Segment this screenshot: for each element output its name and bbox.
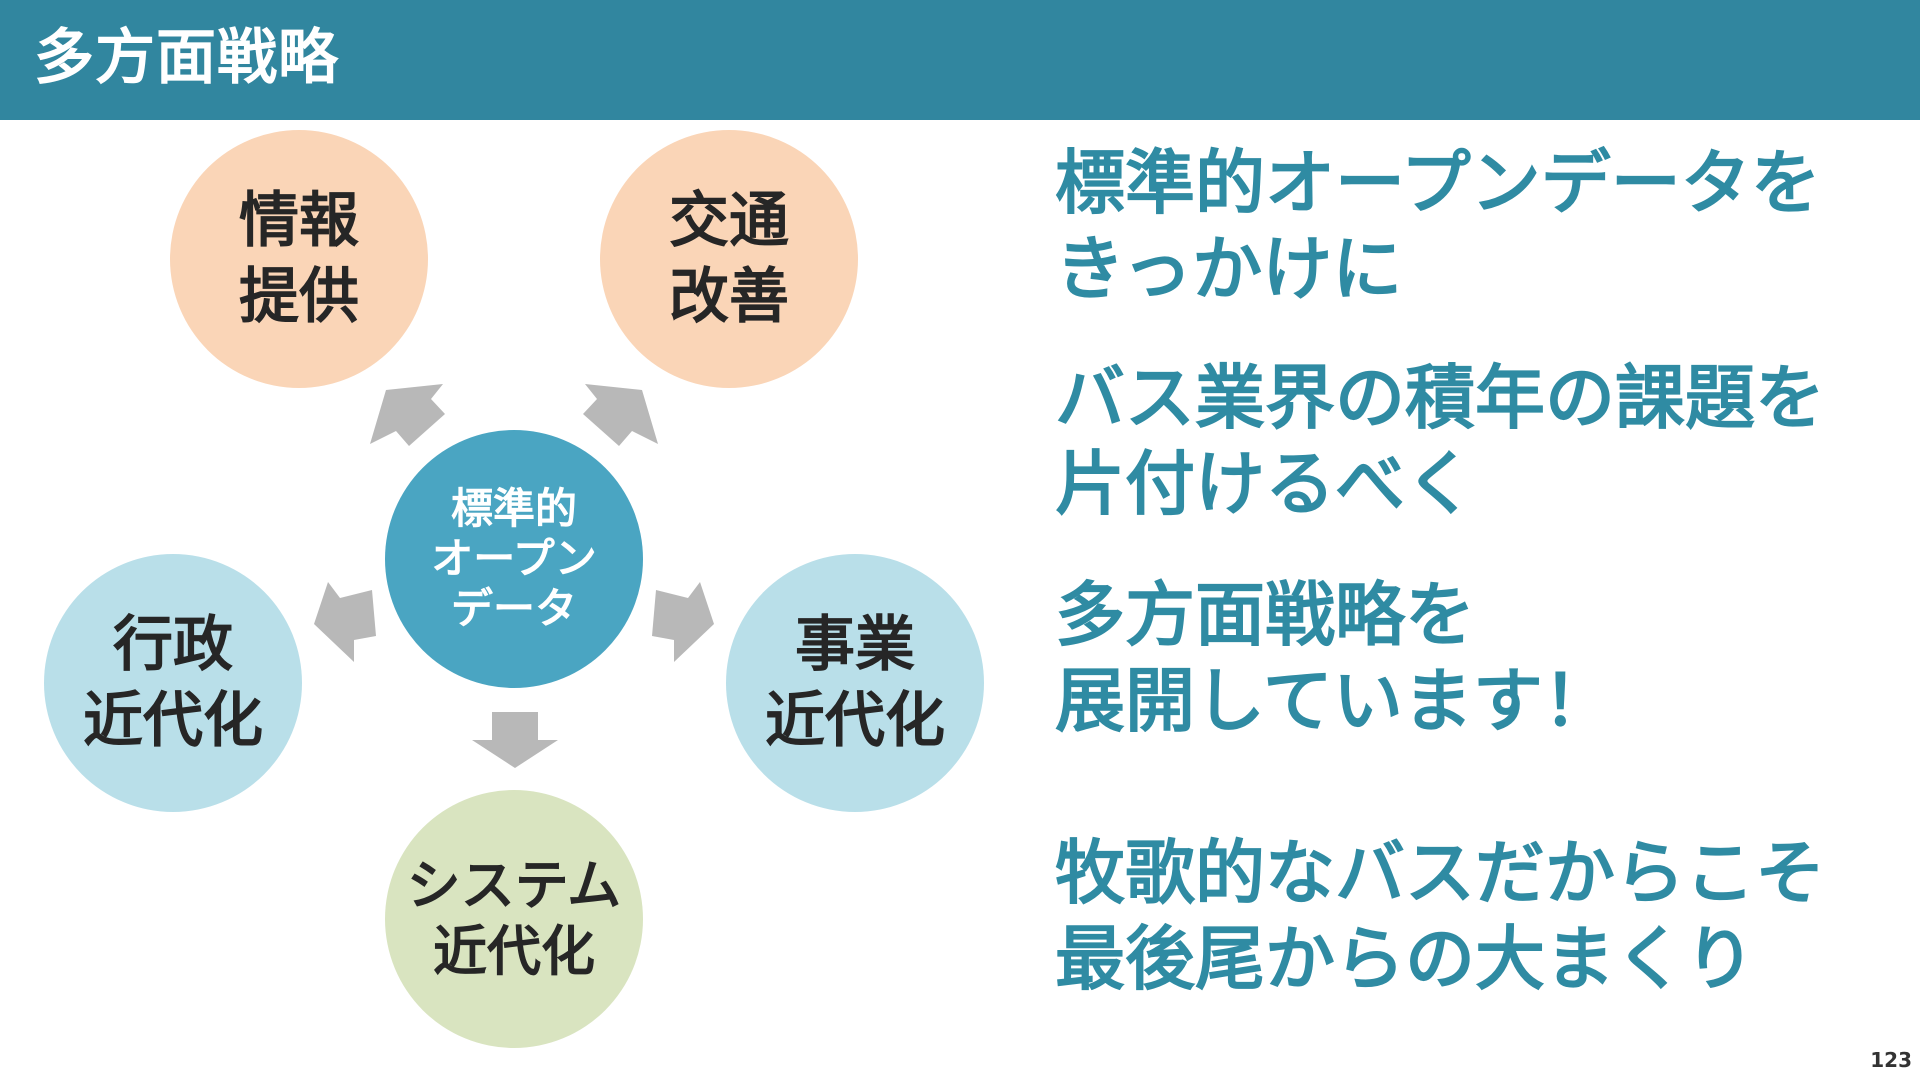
- node-info: 情報 提供: [170, 130, 428, 388]
- message-4-line2: 最後尾からの大まくり: [1055, 918, 1755, 1000]
- node-system: システム 近代化: [385, 790, 643, 1048]
- node-business-line1: 事業: [795, 610, 915, 680]
- node-traffic-line1: 交通: [669, 186, 789, 256]
- node-business-line2: 近代化: [765, 686, 945, 756]
- node-center-line1: 標準的: [450, 484, 577, 533]
- node-business: 事業 近代化: [726, 554, 984, 812]
- node-traffic: 交通 改善: [600, 130, 858, 388]
- node-center-line3: データ: [450, 584, 577, 633]
- message-3-line1: 多方面戦略を: [1055, 574, 1475, 656]
- message-3-line2: 展開しています！: [1055, 660, 1613, 742]
- title-bar: 多方面戦略: [0, 0, 1920, 120]
- node-info-line2: 提供: [239, 262, 359, 332]
- node-center: 標準的 オープン データ: [385, 430, 643, 688]
- message-1-line1: 標準的オープンデータを: [1055, 142, 1821, 224]
- arrow-to-admin: [314, 582, 376, 662]
- message-2-line1: バス業界の積年の課題を: [1055, 357, 1825, 439]
- node-system-line1: システム: [406, 854, 622, 917]
- node-traffic-line2: 改善: [669, 262, 789, 332]
- node-admin: 行政 近代化: [44, 554, 302, 812]
- node-center-line2: オープン: [431, 534, 597, 583]
- slide-title: 多方面戦略: [34, 23, 339, 93]
- message-1: 標準的オープンデータを きっかけに: [1055, 140, 1821, 312]
- message-3: 多方面戦略を 展開しています！: [1055, 572, 1613, 744]
- message-4-line1: 牧歌的なバスだからこそ: [1055, 832, 1825, 914]
- arrow-to-system: [472, 712, 558, 768]
- arrow-to-traffic: [583, 384, 658, 446]
- message-1-line2: きっかけに: [1055, 228, 1403, 310]
- message-4: 牧歌的なバスだからこそ 最後尾からの大まくり: [1055, 830, 1825, 1002]
- node-admin-line1: 行政: [113, 610, 233, 680]
- message-2: バス業界の積年の課題を 片付けるべく: [1055, 355, 1825, 527]
- node-system-line2: 近代化: [432, 920, 595, 983]
- message-2-line2: 片付けるべく: [1055, 443, 1475, 525]
- node-admin-line2: 近代化: [83, 686, 263, 756]
- arrow-to-info: [370, 384, 445, 446]
- page-number: 123: [1870, 1048, 1912, 1072]
- arrow-to-business: [652, 582, 714, 662]
- node-info-line1: 情報: [239, 186, 359, 256]
